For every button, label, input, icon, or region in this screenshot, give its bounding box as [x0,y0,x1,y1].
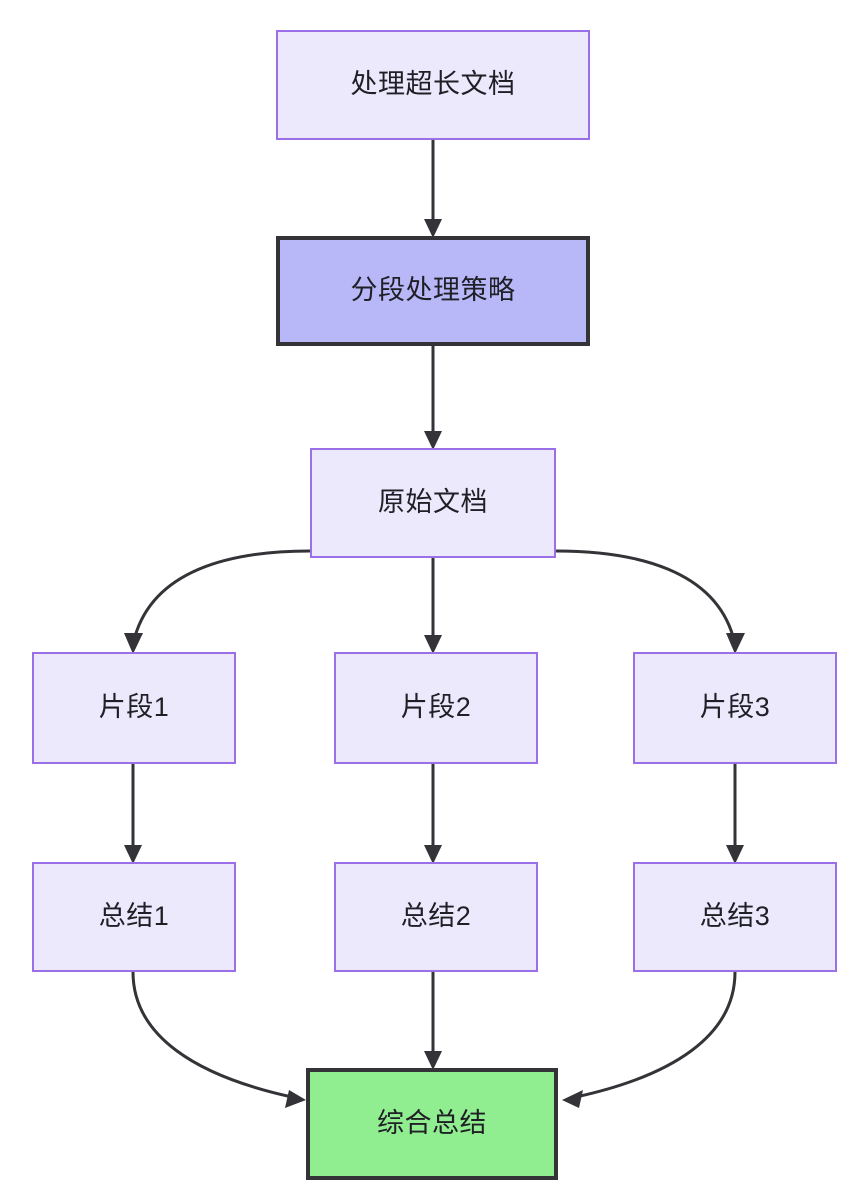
node-summary-2[interactable]: 总结2 [334,862,538,972]
node-label: 片段3 [699,692,771,723]
node-original-document[interactable]: 原始文档 [310,448,556,558]
edge-frag1-to-sum1 [124,764,142,864]
edge-doc-to-frag3 [555,549,745,654]
edge-root-to-strat [424,140,442,238]
node-summary-1[interactable]: 总结1 [32,862,236,972]
edge-sum2-to-final [424,972,442,1070]
edge-frag2-to-sum2 [424,764,442,864]
node-fragment-3[interactable]: 片段3 [633,652,837,764]
node-fragment-1[interactable]: 片段1 [32,652,236,764]
edge-doc-to-frag2 [424,558,442,654]
node-label: 总结1 [98,901,170,932]
node-label: 总结2 [400,901,472,932]
node-label: 处理超长文档 [350,69,516,100]
edge-sum3-to-final [562,971,737,1108]
node-label: 总结3 [699,901,771,932]
edge-doc-to-frag1 [124,549,311,654]
node-process-long-document[interactable]: 处理超长文档 [276,30,590,140]
node-label: 片段1 [98,692,170,723]
edge-sum1-to-final [131,971,306,1108]
edge-strat-to-doc [424,346,442,450]
node-summary-3[interactable]: 总结3 [633,862,837,972]
node-chunking-strategy[interactable]: 分段处理策略 [276,236,590,346]
node-fragment-2[interactable]: 片段2 [334,652,538,764]
node-label: 分段处理策略 [350,275,516,306]
node-label: 原始文档 [378,487,488,518]
edge-frag3-to-sum3 [726,764,744,864]
node-label: 综合总结 [377,1108,487,1139]
node-label: 片段2 [400,692,472,723]
node-comprehensive-summary[interactable]: 综合总结 [306,1068,558,1180]
